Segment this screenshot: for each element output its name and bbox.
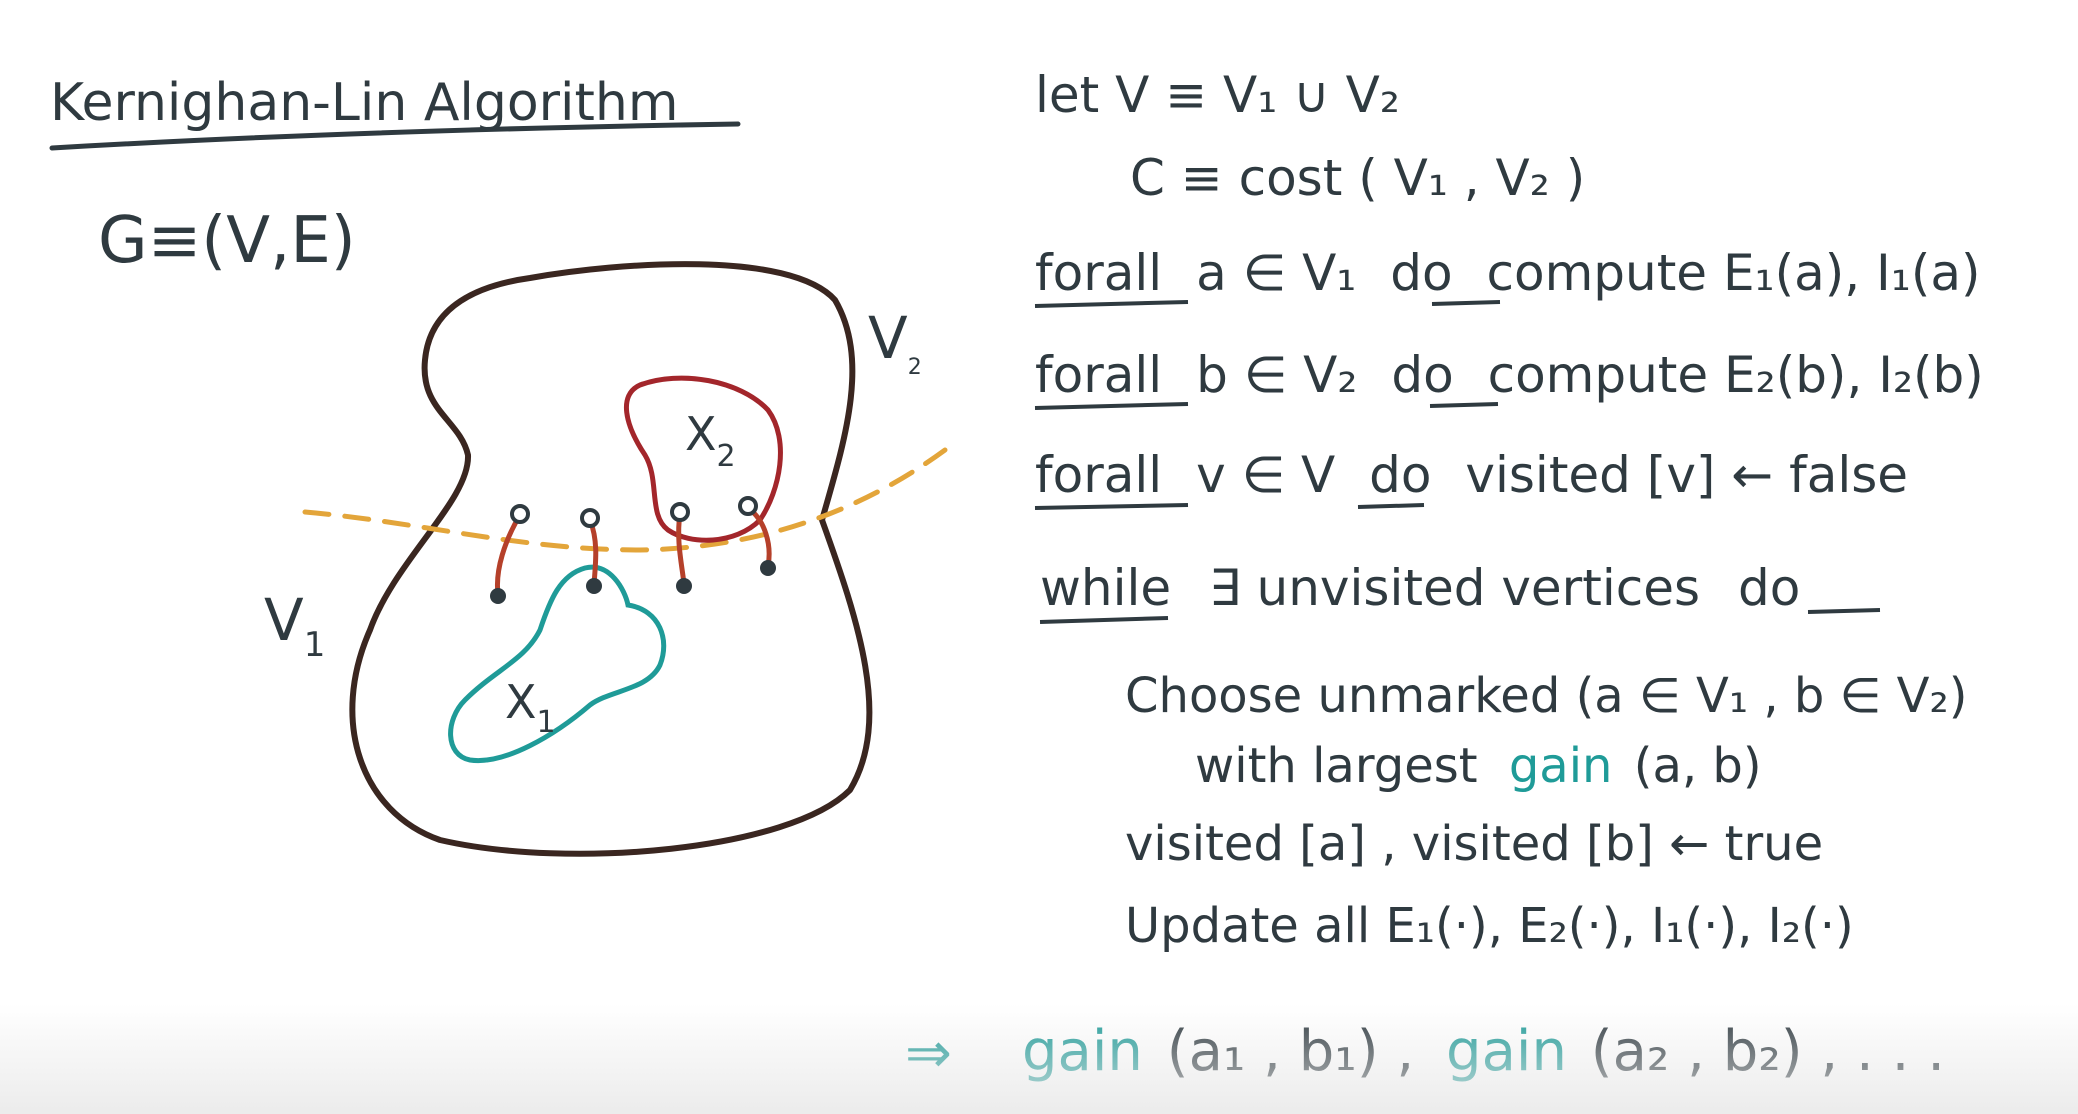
underline-while [1039, 616, 1169, 624]
vertex-top-2 [580, 508, 600, 528]
edge-vertices [510, 496, 758, 528]
partition-diagram: V2 V1 X2 X1 [264, 261, 948, 857]
vertex-top-3 [670, 502, 690, 522]
vertex-bottom-2 [586, 578, 602, 594]
vertex-top-4 [738, 496, 758, 516]
keyword-forall: forall [1035, 244, 1162, 302]
title-underline [49, 121, 741, 151]
algorithm-title: Kernighan-Lin Algorithm [50, 73, 679, 133]
vertex-bottom-3 [676, 578, 692, 594]
code-line-10: Update all E₁(·), E₂(·), I₁(·), I₂(·) [1125, 898, 1854, 954]
region-x1 [448, 564, 667, 764]
label-v2: V2 [868, 304, 922, 380]
underline-forall-1 [1034, 300, 1189, 308]
vertex-bottom-1 [490, 588, 506, 604]
implies-arrow: ⇒ [905, 1021, 952, 1086]
underline-do-3 [1357, 503, 1425, 509]
gain-sequence: ⇒ gain (a₁ , b₁) , gain (a₂ , b₂) , . . … [905, 1019, 1945, 1086]
code-line-5: forall v ∈ V do visited [v] ← false [1035, 446, 1908, 504]
keyword-do: do [1390, 244, 1452, 302]
graph-definition: G≡(V,E) [98, 204, 356, 278]
code-line-4: forall b ∈ V₂ do compute E₂(b), I₂(b) [1035, 346, 1984, 404]
underline-forall-3 [1034, 503, 1189, 510]
code-line-2: C ≡ cost ( V₁ , V₂ ) [1130, 149, 1585, 207]
graph-outline [349, 261, 873, 857]
underline-do-4 [1807, 608, 1881, 614]
edge-1 [494, 512, 523, 597]
label-x1: X1 [505, 675, 556, 740]
edge-vertices-bottom [490, 560, 776, 604]
code-line-3: forall a ∈ V₁ do compute E₁(a), I₁(a) [1035, 244, 1980, 302]
underline-forall-2 [1034, 402, 1189, 410]
code-line-1: let V ≡ V₁ ∪ V₂ [1035, 66, 1400, 124]
cut-line [302, 447, 948, 553]
code-line-7: Choose unmarked (a ∈ V₁ , b ∈ V₂) [1125, 668, 1967, 724]
region-x2 [623, 375, 783, 543]
vertex-top-1 [510, 504, 530, 524]
gain-term: gain [1509, 738, 1613, 794]
code-line-9: visited [a] , visited [b] ← true [1125, 816, 1823, 872]
pseudocode: let V ≡ V₁ ∪ V₂ C ≡ cost ( V₁ , V₂ ) for… [1034, 66, 1984, 954]
code-line-8: with largest gain (a, b) [1195, 738, 1762, 794]
label-v1: V1 [264, 586, 325, 665]
edge-2 [587, 517, 599, 587]
code-line-6: while ∃ unvisited vertices do [1040, 559, 1800, 617]
gain-sequence-text: gain (a₁ , b₁) , gain (a₂ , b₂) , . . . [1022, 1019, 1945, 1084]
underline-do-1 [1431, 300, 1501, 306]
underline-do-2 [1429, 402, 1499, 408]
vertex-bottom-4 [760, 560, 776, 576]
label-x2: X2 [685, 407, 736, 474]
